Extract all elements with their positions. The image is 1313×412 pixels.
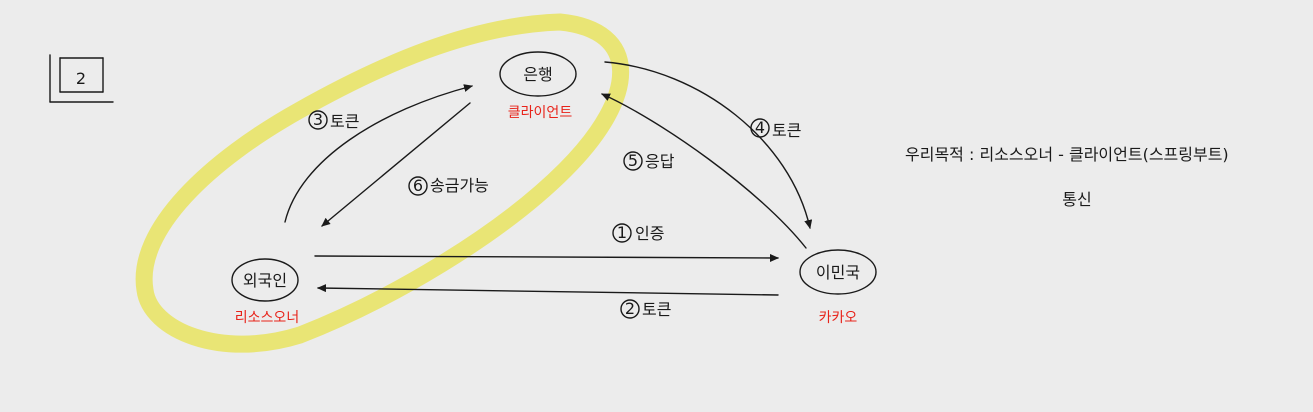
node-foreigner: 외국인 리소스오너: [231, 258, 299, 326]
node-bank-role: 클라이언트: [508, 105, 573, 121]
edge-1-number: 1: [617, 223, 627, 242]
edge-1: 1 인증: [314, 223, 779, 262]
edge-3-number: 3: [313, 110, 323, 129]
node-foreigner-role: 리소스오너: [235, 310, 299, 326]
purpose-note: 우리목적 : 리소스오너 - 클라이언트(스프링부트) 통신: [905, 145, 1229, 209]
purpose-note-line2: 통신: [1062, 190, 1091, 209]
edge-5-number: 5: [628, 151, 638, 170]
highlight-loop: [135, 13, 630, 353]
node-bank: 은행 클라이언트: [499, 51, 577, 121]
edge-4-label: 토큰: [772, 121, 801, 140]
edge-4: 4 토큰: [604, 61, 813, 229]
edge-2-number: 2: [625, 299, 635, 318]
purpose-note-line1: 우리목적 : 리소스오너 - 클라이언트(스프링부트): [905, 145, 1229, 164]
edge-4-number: 4: [755, 118, 765, 137]
node-foreigner-label: 외국인: [243, 271, 287, 290]
edge-1-label: 인증: [635, 224, 664, 243]
edge-6: 6 송금가능: [321, 102, 489, 227]
node-immigration-role: 카카오: [819, 310, 858, 326]
node-immigration: 이민국 카카오: [799, 249, 877, 326]
node-immigration-label: 이민국: [816, 263, 860, 282]
edge-6-number: 6: [413, 176, 423, 195]
edge-5: 5 응답: [601, 93, 807, 249]
edge-3-label: 토큰: [330, 112, 359, 131]
edge-6-label: 송금가능: [430, 176, 489, 195]
edge-2-label: 토큰: [642, 300, 671, 319]
edge-3: 3 토큰: [284, 84, 473, 223]
figure-number-text: 2: [76, 69, 86, 88]
node-bank-label: 은행: [523, 65, 552, 84]
edge-2: 2 토큰: [317, 284, 779, 319]
edge-5-label: 응답: [645, 152, 675, 171]
figure-number: 2: [49, 54, 114, 103]
